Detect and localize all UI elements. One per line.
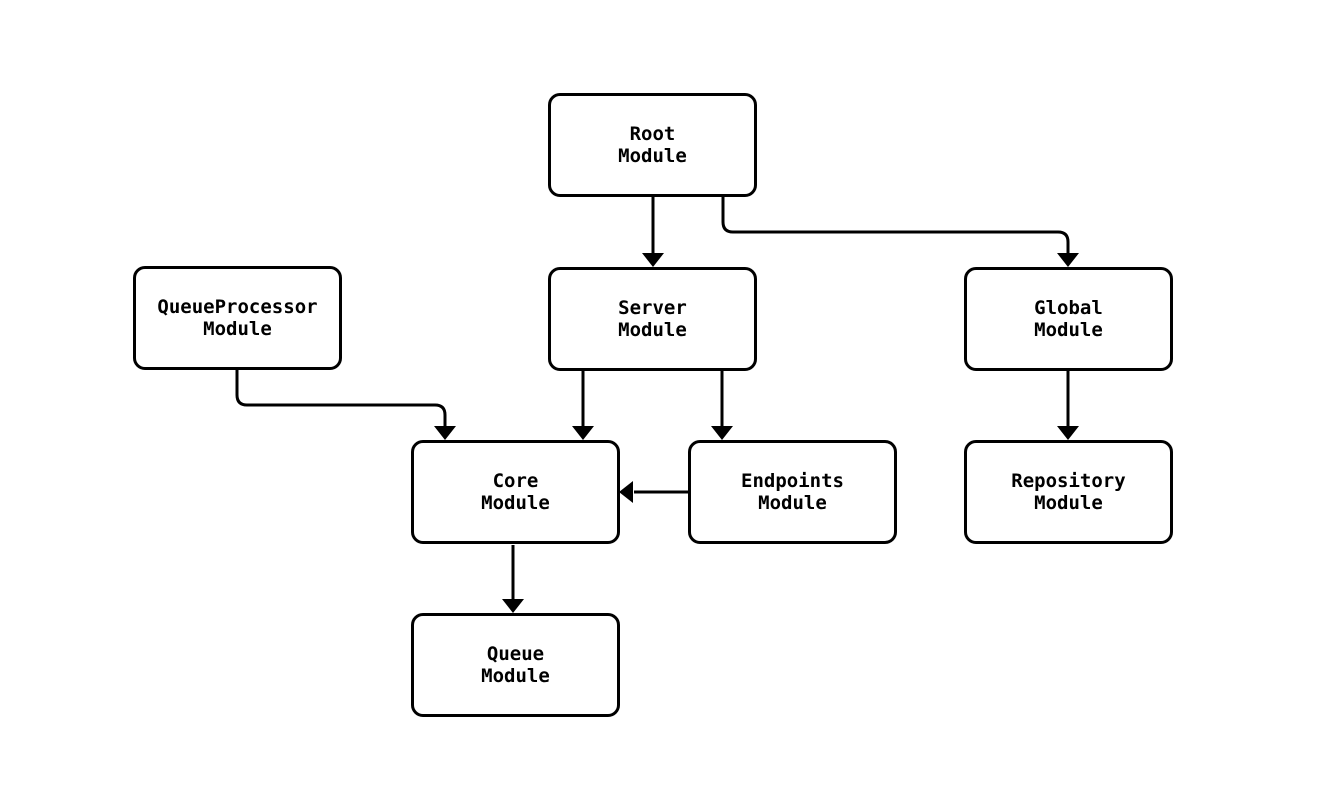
node-endpoints-module-label: Endpoints Module [741, 470, 844, 514]
node-endpoints-module: Endpoints Module [688, 440, 897, 544]
node-root-module: Root Module [548, 93, 757, 197]
edge-global-to-repository [1057, 371, 1079, 440]
edge-queueprocessor-to-core [235, 369, 456, 440]
node-repository-module: Repository Module [964, 440, 1173, 544]
node-repository-module-label: Repository Module [1011, 470, 1126, 514]
edge-root-to-global [721, 197, 1079, 267]
edge-core-to-queue [502, 545, 524, 613]
node-core-module: Core Module [411, 440, 620, 544]
edge-server-to-endpoints [711, 371, 733, 440]
edge-root-to-server [642, 197, 664, 267]
node-queue-module-label: Queue Module [481, 643, 550, 687]
node-global-module-label: Global Module [1034, 297, 1103, 341]
node-queueprocessor-module: QueueProcessor Module [133, 266, 342, 370]
node-queueprocessor-module-label: QueueProcessor Module [157, 296, 318, 340]
node-server-module-label: Server Module [618, 297, 687, 341]
node-queue-module: Queue Module [411, 613, 620, 717]
node-root-module-label: Root Module [618, 123, 687, 167]
node-global-module: Global Module [964, 267, 1173, 371]
edge-endpoints-to-core [619, 481, 688, 503]
edge-server-to-core [572, 371, 594, 440]
node-server-module: Server Module [548, 267, 757, 371]
node-core-module-label: Core Module [481, 470, 550, 514]
